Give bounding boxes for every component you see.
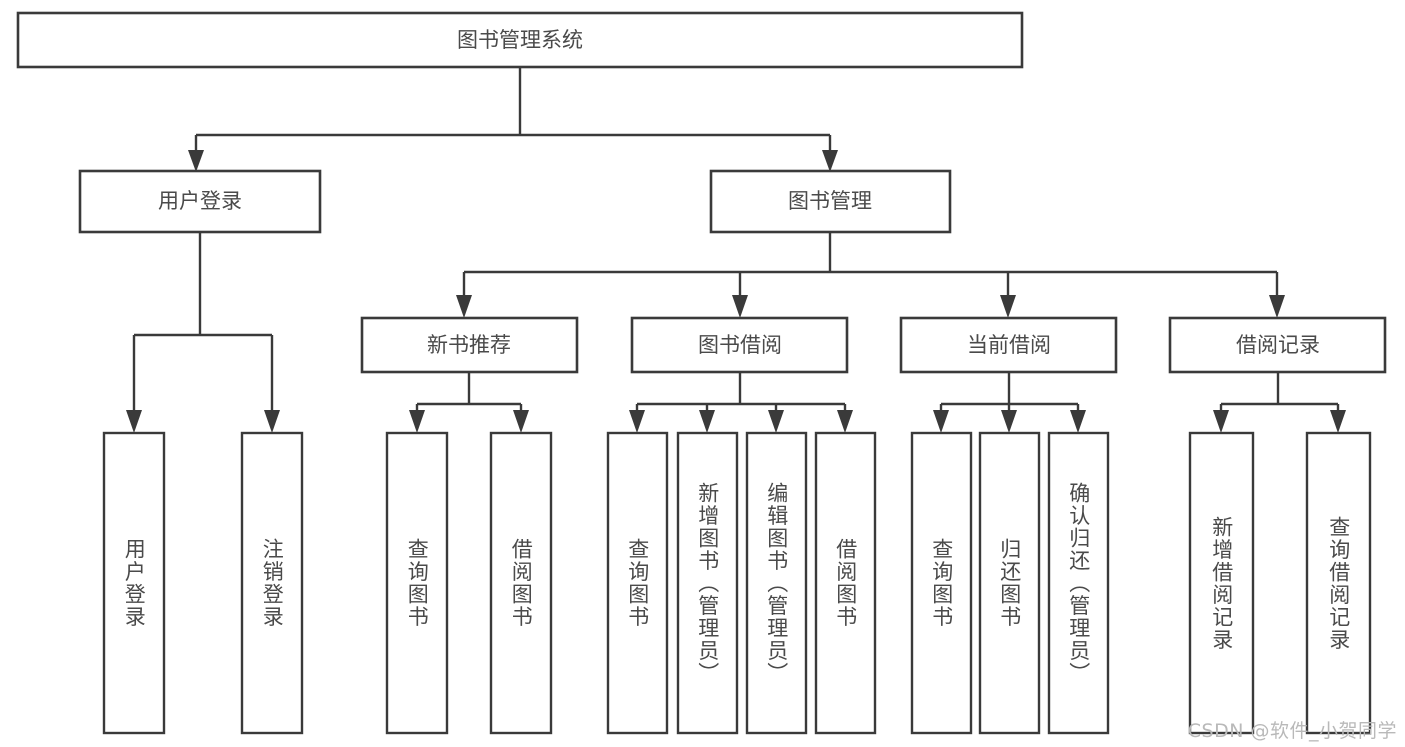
arrowhead-book-manage bbox=[822, 150, 838, 172]
node-root-label: 图书管理系统 bbox=[457, 28, 583, 52]
node-new-book-recommend-label: 新书推荐 bbox=[427, 333, 511, 357]
node-leaf-query-book-2[interactable] bbox=[606, 431, 669, 735]
node-borrow-record-label: 借阅记录 bbox=[1236, 333, 1320, 357]
node-leaf-user-login[interactable] bbox=[102, 431, 166, 735]
node-leaf-query-book-3[interactable] bbox=[910, 431, 973, 735]
node-leaf-edit-book[interactable] bbox=[745, 431, 808, 735]
node-new-book-recommend[interactable] bbox=[360, 316, 579, 374]
arrowhead-user-login bbox=[188, 150, 204, 172]
node-book-manage-label: 图书管理 bbox=[788, 189, 872, 213]
node-root[interactable] bbox=[16, 11, 1024, 69]
arrowhead-new-book-recommend bbox=[456, 295, 472, 318]
arrowhead-leaf-user-login bbox=[126, 410, 142, 433]
node-leaf-borrow-book-1[interactable] bbox=[489, 431, 553, 735]
arrowhead-leaf-borrow-book-1 bbox=[513, 410, 529, 433]
arrowhead-leaf-query-record bbox=[1330, 410, 1346, 433]
arrowhead-borrow-record bbox=[1269, 295, 1285, 318]
node-borrow-record[interactable] bbox=[1168, 316, 1387, 374]
arrowhead-leaf-return-book bbox=[1001, 410, 1017, 433]
node-leaf-borrow-book-2[interactable] bbox=[814, 431, 877, 735]
node-book-borrow[interactable] bbox=[630, 316, 849, 374]
arrowhead-leaf-query-book-3 bbox=[933, 410, 949, 433]
arrowhead-leaf-borrow-book-2 bbox=[837, 410, 853, 433]
node-book-borrow-label: 图书借阅 bbox=[698, 333, 782, 357]
node-current-borrow-label: 当前借阅 bbox=[967, 333, 1051, 357]
arrowhead-leaf-edit-book bbox=[768, 410, 784, 433]
node-book-manage[interactable] bbox=[709, 169, 952, 234]
watermark: CSDN @软件_小贺同学 bbox=[1187, 720, 1397, 742]
node-leaf-add-record[interactable] bbox=[1188, 431, 1255, 735]
arrowhead-leaf-logout-login bbox=[264, 410, 280, 433]
arrowhead-leaf-add-book bbox=[699, 410, 715, 433]
arrowhead-book-borrow bbox=[732, 295, 748, 318]
arrowhead-leaf-query-book-1 bbox=[409, 410, 425, 433]
arrowhead-leaf-confirm-return bbox=[1070, 410, 1086, 433]
connector-layer bbox=[126, 67, 1346, 433]
node-layer: 图书管理系统 用户登录 图书管理 新书推荐 图书借阅 当前借阅 借阅记录 bbox=[16, 11, 1387, 735]
node-leaf-confirm-return[interactable] bbox=[1047, 431, 1110, 735]
node-leaf-logout-login[interactable] bbox=[240, 431, 304, 735]
arrowhead-leaf-query-book-2 bbox=[629, 410, 645, 433]
node-leaf-query-book-1[interactable] bbox=[385, 431, 449, 735]
arrowhead-current-borrow bbox=[1000, 295, 1016, 318]
node-user-login[interactable] bbox=[78, 169, 322, 234]
node-current-borrow[interactable] bbox=[899, 316, 1118, 374]
node-leaf-return-book[interactable] bbox=[978, 431, 1041, 735]
node-leaf-add-book[interactable] bbox=[676, 431, 739, 735]
node-leaf-query-record[interactable] bbox=[1305, 431, 1372, 735]
node-user-login-label: 用户登录 bbox=[158, 189, 242, 213]
arrowhead-leaf-add-record bbox=[1213, 410, 1229, 433]
